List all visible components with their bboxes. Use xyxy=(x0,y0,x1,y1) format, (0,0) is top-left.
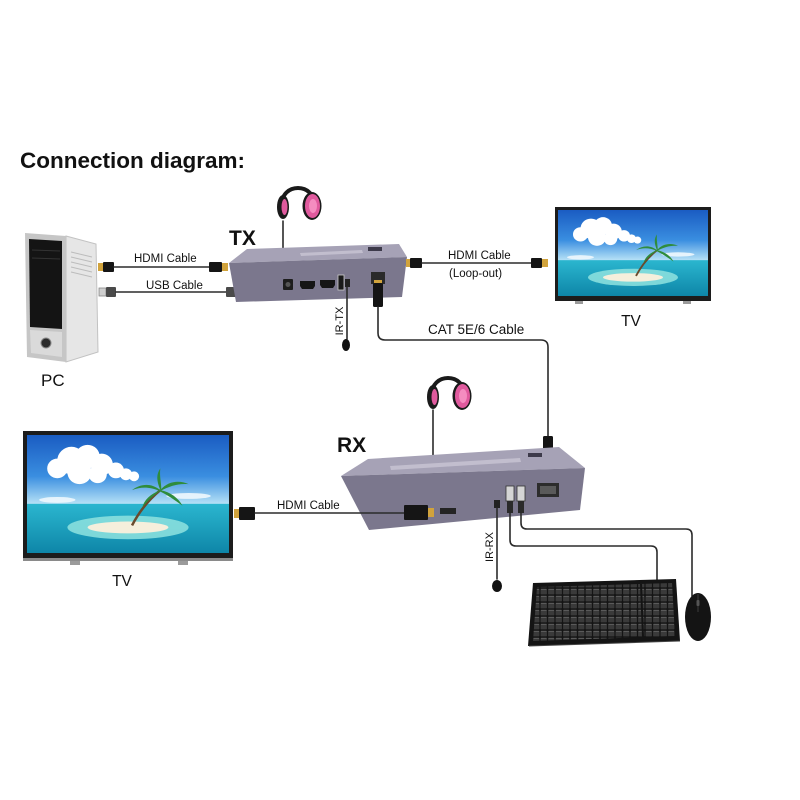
ir-tx-label: IR-TX xyxy=(334,306,346,335)
hdmi-connector-body xyxy=(531,258,542,268)
hdmi-connector-body xyxy=(410,258,422,268)
keyboard-keys xyxy=(533,583,675,641)
tv-stand-foot xyxy=(683,301,691,304)
hdmi-connector-body xyxy=(404,505,428,520)
rx-label: RX xyxy=(337,434,366,457)
mouse-cable xyxy=(520,512,693,597)
hdmi-connector-body xyxy=(209,262,222,272)
keyboard-cable xyxy=(509,512,658,583)
rx-rj45-port-inner xyxy=(540,486,556,494)
headphones-icon xyxy=(425,376,473,412)
ir-rx-sensor xyxy=(492,580,502,592)
pc-hdmi-cable-group xyxy=(98,262,228,272)
cat-cable-label: CAT 5E/6 Cable xyxy=(428,322,524,337)
rx-top-marking xyxy=(390,458,521,470)
pc-hdmi-cable-label: HDMI Cable xyxy=(134,253,197,265)
loop-out-hdmi-cable-group xyxy=(406,258,548,268)
tx-extender xyxy=(229,244,407,302)
rx-video-slot xyxy=(440,508,456,514)
cat-cable-group xyxy=(373,280,553,467)
tx-label: TX xyxy=(229,227,256,250)
keyboard-icon xyxy=(528,579,681,647)
tv-screen xyxy=(27,435,229,553)
rx-hdmi-cable-group xyxy=(234,505,434,520)
hdmi-connector-tip xyxy=(406,259,410,267)
keyboard-edge xyxy=(528,640,681,647)
rx-ir-jack xyxy=(494,500,500,508)
cat-cable xyxy=(377,306,549,438)
rx-usb-port xyxy=(516,485,526,502)
rx-hdmi-cable-label: HDMI Cable xyxy=(277,500,340,512)
hdmi-connector-tip xyxy=(428,508,434,517)
pc-drive-bay xyxy=(31,249,61,252)
mouse-body xyxy=(685,593,711,641)
hdmi-connector-tip xyxy=(98,263,103,271)
rx-usb-plug xyxy=(507,501,513,513)
rx-usb-port xyxy=(505,485,515,502)
rj45-connector-body xyxy=(373,283,383,307)
hdmi-connector-tip xyxy=(542,259,548,267)
tv-loop-out-label: TV xyxy=(621,313,641,330)
tv-stand-foot xyxy=(575,301,583,304)
tx-dc-port-pin xyxy=(285,282,291,287)
tx-hdmi-port xyxy=(320,280,335,288)
pc-usb-cable-label: USB Cable xyxy=(146,280,203,292)
tv-icon xyxy=(23,431,233,565)
tx-hdmi-port xyxy=(300,281,315,289)
page-title: Connection diagram: xyxy=(20,148,245,173)
tv-icon xyxy=(555,207,711,304)
tv-stand-foot xyxy=(70,561,80,565)
headphones-icon xyxy=(275,186,323,222)
pc-vents xyxy=(70,251,93,278)
tx-front-face xyxy=(229,257,407,302)
rx-logo-mark xyxy=(528,453,542,457)
hdmi-connector-tip xyxy=(222,263,228,271)
usb-connector-tip xyxy=(98,287,107,297)
rx-usb-plug xyxy=(518,501,524,513)
tv-screen xyxy=(558,210,708,296)
tx-usb-port xyxy=(337,274,345,291)
rx-front-face xyxy=(341,468,585,530)
usb-connector-body xyxy=(106,287,116,297)
loop-out-cable-note: (Loop-out) xyxy=(449,268,502,280)
pc-drive-bay xyxy=(31,257,61,260)
mouse-scroll-wheel xyxy=(696,600,700,606)
mouse-icon xyxy=(685,593,711,641)
tv-stand-foot xyxy=(178,561,188,565)
ir-rx-label: IR-RX xyxy=(484,531,496,562)
tx-logo-mark xyxy=(368,247,382,251)
tv-bottom-trim xyxy=(23,558,233,561)
keyboard-numpad-gap xyxy=(640,583,644,638)
hdmi-connector-body xyxy=(103,262,114,272)
tx-top-marking xyxy=(300,250,363,256)
desktop-tower-icon xyxy=(25,233,99,363)
hdmi-connector-tip xyxy=(234,509,239,518)
ir-tx-sensor xyxy=(342,339,350,351)
tv-remote-label: TV xyxy=(112,573,132,590)
loop-out-cable-label: HDMI Cable xyxy=(448,250,511,262)
rj45-connector-tip xyxy=(374,280,382,284)
pc-front-panel xyxy=(29,239,62,329)
rx-extender xyxy=(341,447,585,530)
tx-ir-jack xyxy=(345,279,350,287)
power-button-icon xyxy=(40,337,52,349)
pc-label: PC xyxy=(41,371,65,390)
hdmi-connector-body xyxy=(239,507,255,520)
